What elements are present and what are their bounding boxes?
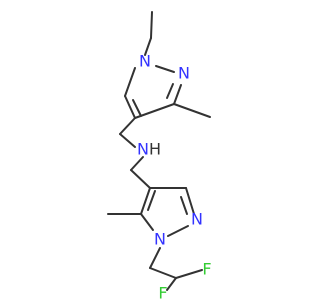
bond-chf2-f1 [175, 269, 203, 279]
bonds [107, 11, 211, 291]
bond-top-c5-c4 [124, 95, 136, 119]
bond-bottom-ch2 [130, 169, 151, 189]
atom-labels: N N N H N N F F [137, 52, 212, 300]
bond-bottom-c5-c4-inner [147, 190, 156, 211]
bond-top-ch2 [119, 117, 136, 135]
bond-bottom-c3-n2-inner [180, 196, 188, 215]
bond-ethyl-ch2-n [144, 37, 152, 56]
bond-n1-ch2 [149, 247, 161, 269]
bond-bottom-c5-c4 [140, 187, 151, 215]
atom-f2: F [158, 284, 167, 300]
bond-ch2-chf2 [149, 267, 177, 279]
bond-ethyl-ch3 [150, 11, 153, 39]
bond-top-c4-c3 [134, 103, 175, 119]
bond-ch2-amine [119, 133, 136, 148]
molecule-canvas: N N N H N N F F [107, 11, 212, 300]
atom-amine-n: N [137, 140, 149, 159]
bond-bottom-c3-n2 [185, 187, 195, 215]
atom-n2-top: N [178, 64, 190, 83]
bond-top-methyl [173, 103, 211, 118]
atom-f1: F [202, 260, 211, 279]
bond-amine-ch2 [130, 156, 144, 171]
atom-amine-h: H [149, 140, 161, 159]
bond-bottom-n1-c5 [140, 213, 154, 231]
bond-chf2-f2 [166, 277, 177, 291]
bond-top-c3-n2-inner [166, 83, 174, 99]
atom-n1-bottom: N [154, 230, 166, 249]
bond-top-c5-c4-inner [132, 99, 142, 117]
bond-top-c3-n2 [173, 84, 182, 105]
bond-top-n2-n1 [155, 65, 175, 73]
bond-bottom-n2-n1 [167, 225, 189, 237]
bond-top-n1-c5 [124, 67, 136, 97]
atom-n2-bottom: N [191, 210, 203, 229]
molecule-structure: N N N H N N F F [107, 11, 212, 300]
atom-n1-top: N [139, 52, 151, 71]
